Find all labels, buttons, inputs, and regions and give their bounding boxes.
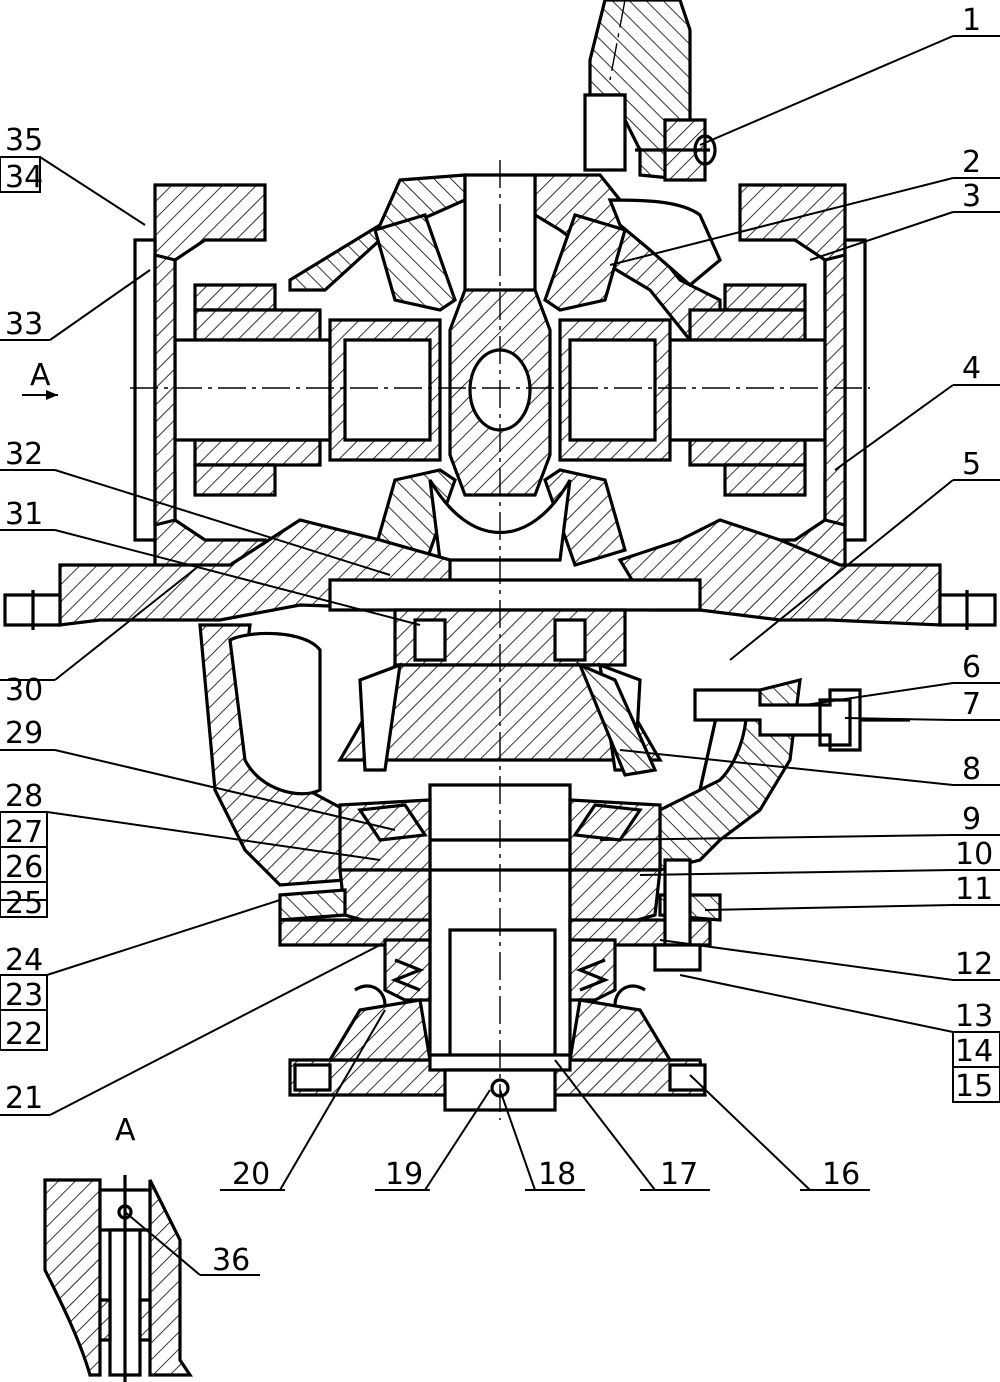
detail-title: A xyxy=(115,1113,136,1148)
callout-7: 7 xyxy=(962,687,981,722)
center-lines xyxy=(130,0,870,1120)
differential-housing xyxy=(153,173,847,582)
callout-22: 22 xyxy=(5,1017,43,1052)
callout-5: 5 xyxy=(962,447,981,482)
callout-27: 27 xyxy=(5,815,43,850)
callout-15: 15 xyxy=(955,1069,993,1104)
callout-33: 33 xyxy=(5,307,43,342)
callout-20: 20 xyxy=(232,1157,270,1192)
callout-16: 16 xyxy=(822,1157,860,1192)
half-shafts xyxy=(173,318,827,462)
callout-19: 19 xyxy=(385,1157,423,1192)
callout-17: 17 xyxy=(660,1157,698,1192)
output-flange xyxy=(288,998,707,1112)
seal-assembly xyxy=(354,938,646,1017)
callout-34: 34 xyxy=(5,160,43,195)
leader-lines xyxy=(0,35,1000,1276)
callout-23: 23 xyxy=(5,978,43,1013)
callout-24: 24 xyxy=(5,943,43,978)
callout-35: 35 xyxy=(5,123,43,158)
callout-9: 9 xyxy=(962,802,981,837)
callout-26: 26 xyxy=(5,850,43,885)
callout-8: 8 xyxy=(962,752,981,787)
callout-10: 10 xyxy=(955,837,993,872)
callout-14: 14 xyxy=(955,1034,993,1069)
view-marker-a: A xyxy=(22,358,58,400)
callout-29: 29 xyxy=(5,716,43,751)
callout-28: 28 xyxy=(5,779,43,814)
callout-18: 18 xyxy=(538,1157,576,1192)
callout-25: 25 xyxy=(5,886,43,921)
callout-32: 32 xyxy=(5,437,43,472)
top-bracket xyxy=(583,0,717,182)
callout-12: 12 xyxy=(955,947,993,982)
callout-labels: 1 2 3 4 5 6 7 8 9 10 11 12 13 14 15 16 1… xyxy=(5,3,993,1278)
callout-13: 13 xyxy=(955,999,993,1034)
brake-drums xyxy=(133,238,867,542)
callout-6: 6 xyxy=(962,650,981,685)
bevel-pinion xyxy=(328,578,702,777)
view-marker-label: A xyxy=(30,358,51,393)
detail-view-a xyxy=(43,1175,193,1382)
callout-1: 1 xyxy=(962,3,981,38)
callout-36: 36 xyxy=(212,1243,250,1278)
callout-11: 11 xyxy=(955,872,993,907)
callout-4: 4 xyxy=(962,351,981,386)
callout-3: 3 xyxy=(962,179,981,214)
callout-30: 30 xyxy=(5,673,43,708)
callout-2: 2 xyxy=(962,145,981,180)
callout-21: 21 xyxy=(5,1081,43,1116)
callout-31: 31 xyxy=(5,497,43,532)
